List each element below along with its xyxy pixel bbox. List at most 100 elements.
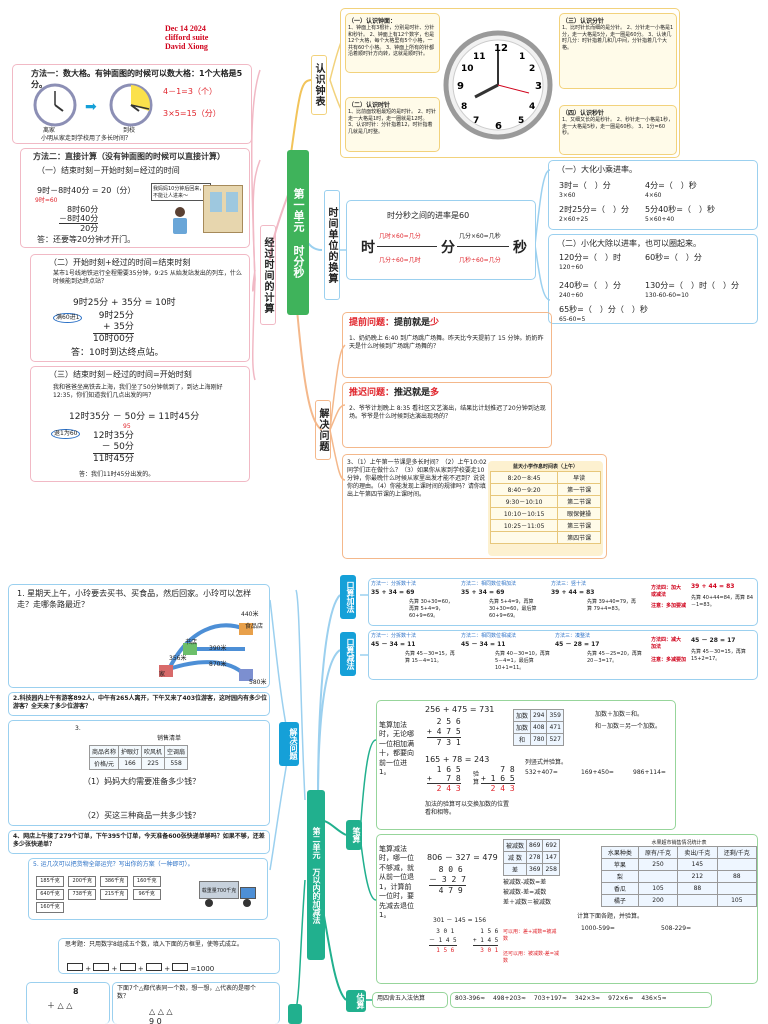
early-rule: 提前就是	[394, 318, 431, 328]
convert-ex1-a-sub: 3×60	[559, 192, 576, 199]
answer-box[interactable]	[145, 963, 162, 971]
clock-note-4-title: （四）认识秒针	[562, 110, 605, 117]
table3-head-cell: 护眼灯	[118, 745, 143, 758]
wadd-rule: 笔算加法时，无论哪一位相加满十，都要向前一位进1。	[379, 721, 414, 777]
schedule-time: 9:30－10:10	[489, 495, 559, 508]
table3-cell: 225	[141, 757, 166, 770]
wsub-cell: 278	[526, 851, 544, 864]
wsub-cell: 258	[542, 863, 560, 876]
fruit-cell	[677, 894, 718, 907]
wsub-rule: 笔算减法时，哪一位不够减，就从前一位退1，计算前一位时，要先减去退位1。	[379, 845, 414, 920]
wadd-ex-1: 532+407=	[525, 769, 558, 776]
wsub-cell: 差	[502, 863, 528, 876]
answer-box[interactable]	[172, 963, 189, 971]
case3-borrow: 95	[123, 423, 131, 430]
wadd-cell: 408	[530, 721, 548, 734]
cargo-box: 640千克	[36, 889, 64, 900]
wsub-ex-2: 508-229=	[661, 925, 692, 932]
u2-q2: 2.科技园内上午有游客892人，中午有265人离开，下午又来了403位游客，这时…	[13, 695, 268, 711]
mental-sub-box: 方法一：分拆数十法 45 － 34 = 11 先算 45－30=15，再算 15…	[368, 630, 758, 680]
fruit-cell: 250	[637, 858, 679, 871]
branch-written: 笔算	[346, 820, 362, 850]
solve-q3: 3、（1）上午第一节课是多长时间？（2）上午10:02同学们正在做什么？（3）如…	[347, 459, 487, 499]
clock-note-2-title: （二）认识时针	[348, 102, 391, 109]
convert-ex1-c-sub: 2×60+25	[559, 216, 589, 223]
method1-calc2: 3×5=15（分）	[163, 109, 221, 118]
wsub-cell: 147	[542, 851, 560, 864]
msub-m4-label: 方法四：减大加法	[651, 637, 682, 650]
answer-box[interactable]	[67, 963, 83, 971]
svg-text:5: 5	[518, 116, 524, 126]
wsub-cell: 869	[526, 839, 544, 852]
madd-m4-note: 注意：多加要减	[651, 603, 687, 609]
fruit-cell: 88	[716, 870, 758, 883]
method1-cap-left: 离家	[43, 127, 56, 134]
clock-note-2: （二）认识时针 1、比前面较粗最短的是时针。 2、时针走一大格是1时，走一圈就是…	[345, 97, 440, 152]
case3-eq: 12时35分 － 50分 = 11时45分	[69, 412, 200, 422]
late-label: 推迟问题：	[349, 388, 395, 398]
fruit-cell: 212	[677, 870, 718, 883]
written-add-box: 笔算加法时，无论哪一位相加满十，都要向前一位进1。 256 + 475 = 73…	[376, 700, 676, 830]
schedule-item: 第一节课	[557, 483, 601, 496]
method1-title: 方法一：数大格。有钟面图的时候可以数大格：1个大格是5分。	[31, 69, 243, 89]
case2-note: 满60进1	[53, 313, 83, 324]
method2-eq: 9时－8时40分 = 20（分）	[37, 186, 136, 195]
svg-text:7: 7	[473, 116, 479, 126]
answer-box[interactable]	[93, 963, 110, 971]
case3-col-2: － 50分	[93, 442, 134, 454]
method2-title: 方法二：直接计算（没有钟面图的时候可以直接计算）	[33, 152, 225, 161]
convert-ex1-a: 3时=（ ）分	[559, 181, 611, 190]
branch-mental-add: 口算加法	[340, 575, 356, 619]
wsub-v2a: 3 0 1－ 1 4 5 1 5 6	[429, 927, 457, 955]
u2-q3a: （1）妈妈大约需要准备多少钱？	[83, 777, 201, 786]
madd-m3: 方法三：竖十法	[551, 581, 587, 587]
branch-extra-tag	[288, 1004, 302, 1024]
clock-note-3-title: （三）认识分针	[562, 18, 605, 25]
estimate-item: 436×5≈	[641, 995, 667, 1002]
wsub-cell: 减 数	[502, 851, 528, 864]
svg-text:3: 3	[535, 81, 542, 92]
wsub-ex-1: 1000-599=	[581, 925, 615, 932]
schedule-item: 早读	[557, 471, 601, 484]
cargo-box: 200千克	[68, 876, 97, 887]
fruit-cell	[716, 858, 758, 871]
wadd-v1-line: 7 3 1	[427, 738, 461, 747]
shape-bottom: 9 0	[149, 1017, 162, 1024]
map-label-d5: 580米	[249, 679, 267, 686]
wsub-v1-line: 4 7 9	[429, 886, 463, 895]
wadd-cell: 294	[530, 709, 548, 722]
branch-read-clock: 认识钟表	[311, 55, 327, 115]
estimate-item: 342×3≈	[574, 995, 601, 1002]
shape-num-0: 0	[156, 1017, 162, 1024]
cargo-box: 96千克	[132, 889, 161, 900]
think-box: 思考题：只用数字8组成五个数，填入下面的方框里，使等式成立。 + + + + =…	[58, 938, 280, 974]
convert-title-text: 时分秒之间的进率是60	[387, 211, 470, 220]
wadd-v2a-line: 1 6 5	[427, 765, 461, 774]
shape-question: 下面7个△都代表同一个数，想一想，△代表的是哪个数？	[117, 985, 257, 1001]
case2-answer: 答：10时到达终点站。	[71, 348, 164, 358]
clock-left-icon	[33, 83, 77, 127]
map-label-d2: 390米	[209, 645, 227, 652]
convert-op3: 几分×60=几秒	[459, 233, 501, 240]
wadd-cell: 359	[546, 709, 564, 722]
convert-ex1-d-sub: 5×60+40	[645, 216, 675, 223]
think-question: 思考题：只用数字8组成五个数，填入下面的方框里，使等式成立。	[65, 941, 243, 948]
table3-title: 销售清单	[157, 735, 182, 742]
unit1-title: 第一单元 时分秒	[287, 150, 309, 315]
speech-text: 我妈妈10分钟后回来，不能让人进来～	[153, 186, 205, 199]
msub-e3: 45 － 28 = 17	[555, 641, 600, 648]
wsub-check2: 还可以用：被减数-差=减数	[503, 951, 559, 964]
fruit-head: 还剩/千克	[716, 846, 758, 859]
answer-box[interactable]	[119, 963, 136, 971]
wsub-v1-line: － 3 2 7	[429, 875, 466, 886]
wadd-ex-title: 列竖式并验算。	[525, 759, 568, 766]
convert-op1: 几时×60=几分	[379, 233, 421, 240]
triangle-icon: ＋ △ △	[47, 1001, 73, 1010]
estimate-rule-box: 用四舍五入法估算	[372, 992, 448, 1008]
method2-col-3: 20分	[80, 224, 99, 233]
clock-note-4: （四）认识秒针 1、又细又长的是秒针。 2、秒针走一小格是1秒，走一大格是5秒，…	[559, 105, 677, 155]
convert-ex2-c-sub: 240÷60	[559, 292, 584, 299]
convert-ex1-title: （一）大化小乘进率。	[557, 165, 637, 174]
convert-ex2-c: 240秒=（ ）分	[559, 281, 621, 290]
